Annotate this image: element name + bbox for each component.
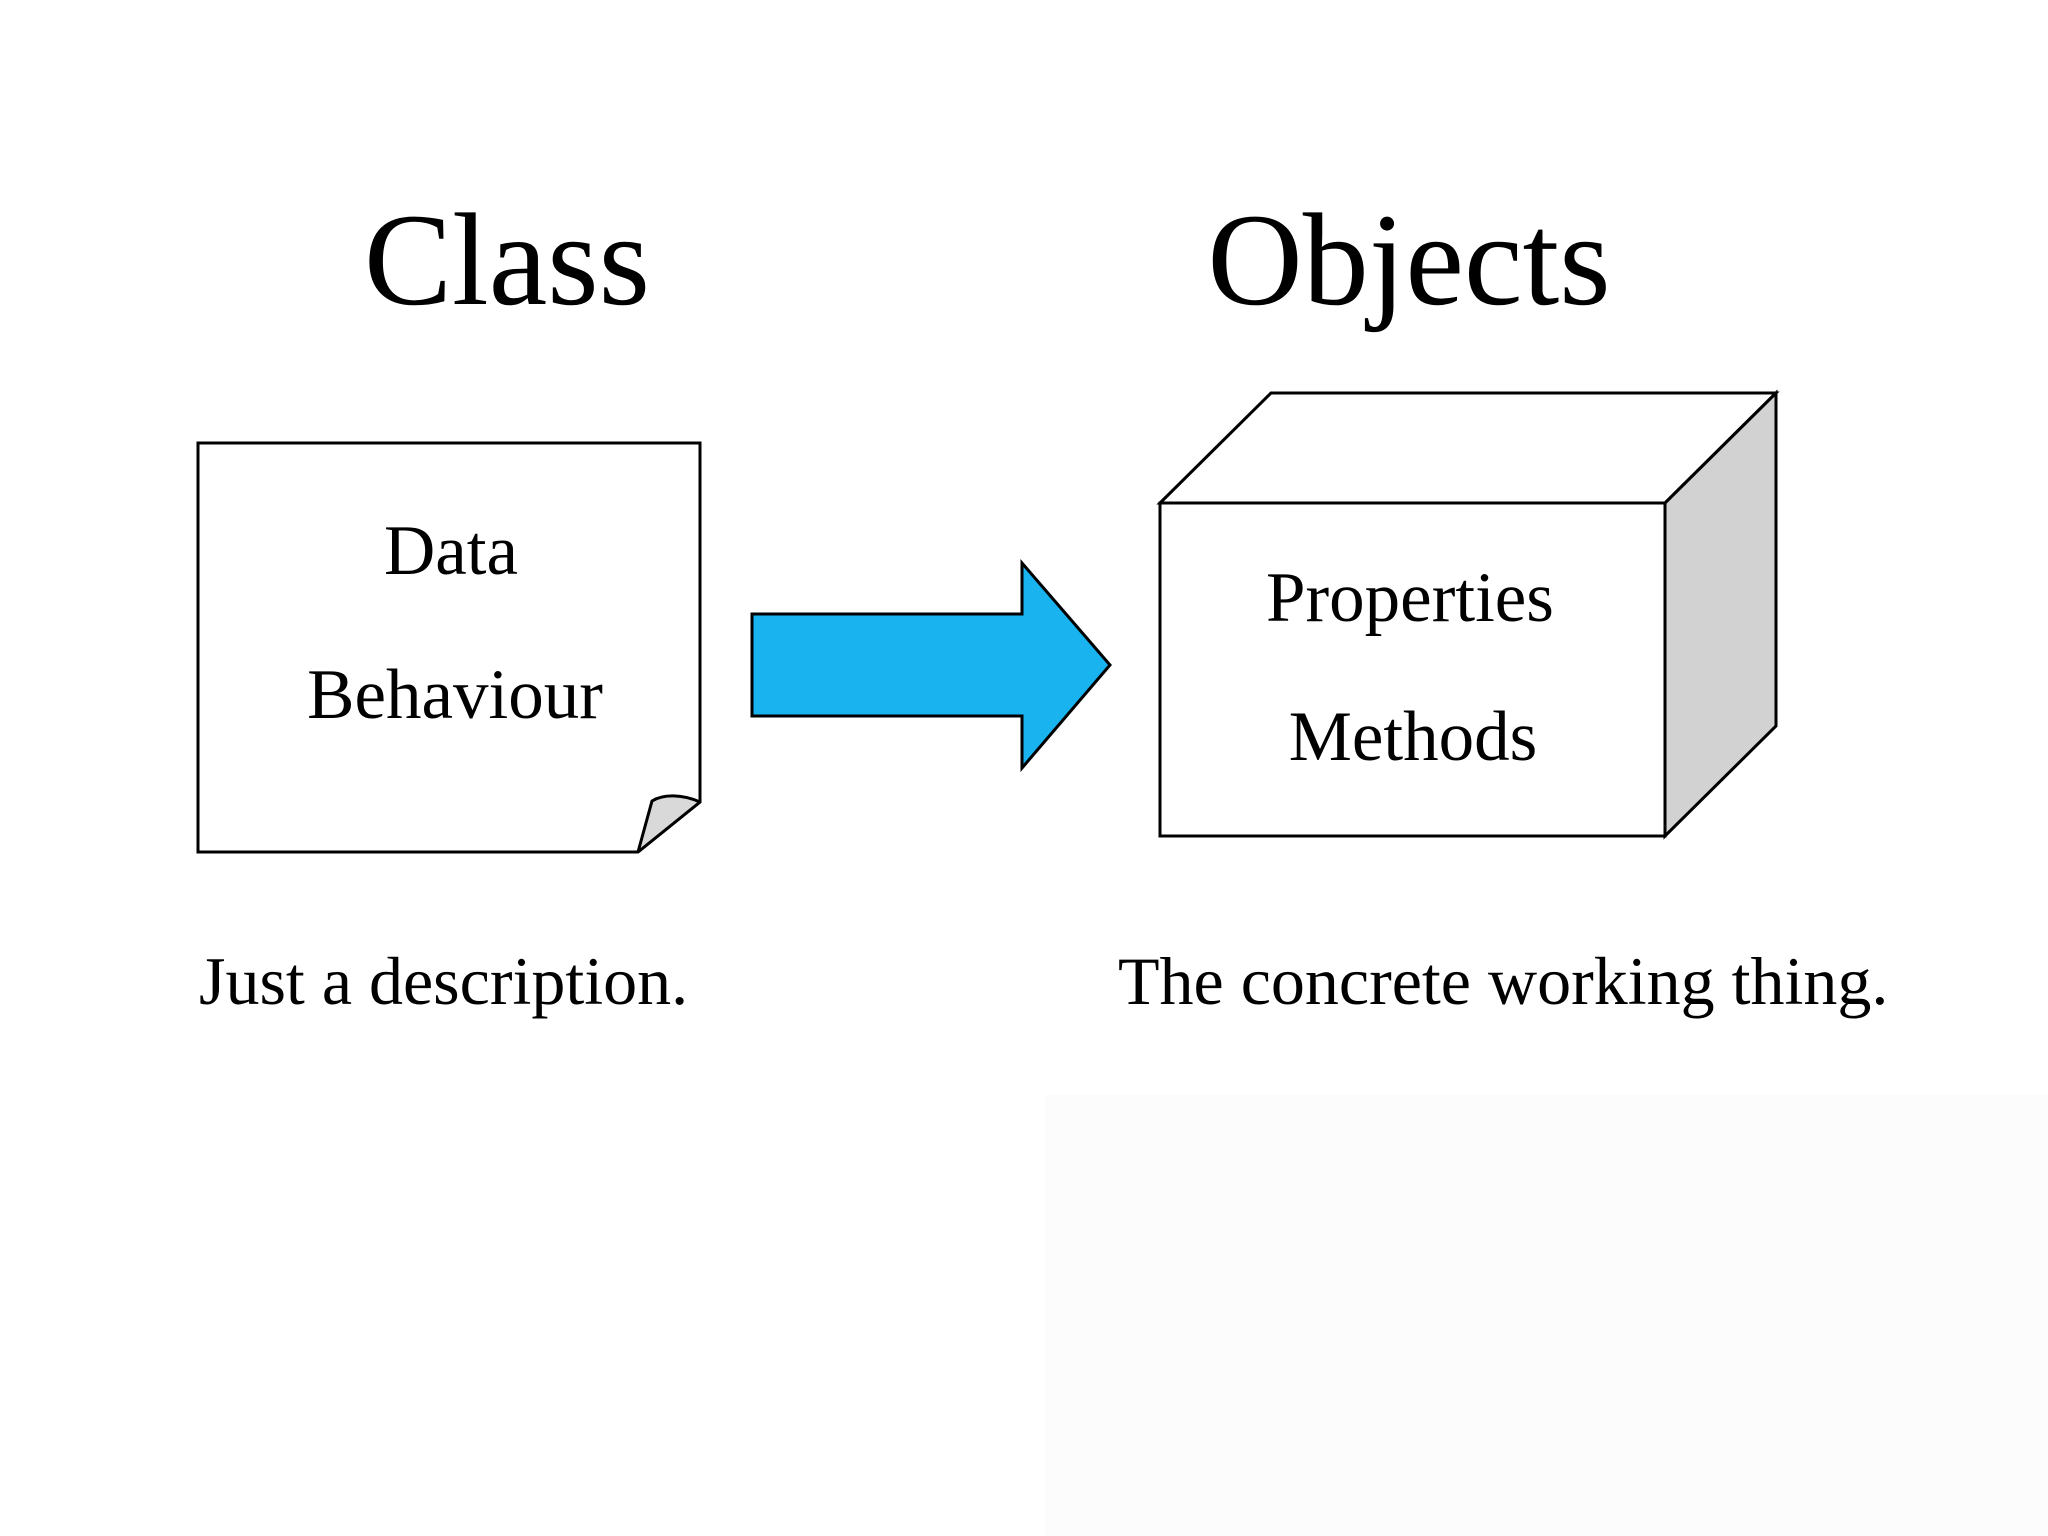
class-caption: Just a description. bbox=[199, 943, 689, 1019]
object-cube-shape bbox=[1156, 389, 1780, 840]
right-arrow-icon bbox=[750, 558, 1112, 773]
cube-line-methods: Methods bbox=[1288, 698, 1538, 776]
cube-front-face bbox=[1158, 501, 1667, 838]
note-folded-corner-icon bbox=[636, 794, 702, 854]
class-title: Class bbox=[363, 186, 651, 333]
objects-title: Objects bbox=[1207, 186, 1611, 333]
class-note-shape bbox=[196, 441, 702, 854]
note-line-behaviour: Behaviour bbox=[307, 656, 603, 734]
background-tint bbox=[1046, 1095, 2048, 1536]
objects-caption: The concrete working thing. bbox=[1118, 943, 1889, 1019]
note-page bbox=[196, 441, 702, 854]
cube-line-properties: Properties bbox=[1266, 559, 1554, 637]
note-line-data: Data bbox=[383, 512, 519, 590]
